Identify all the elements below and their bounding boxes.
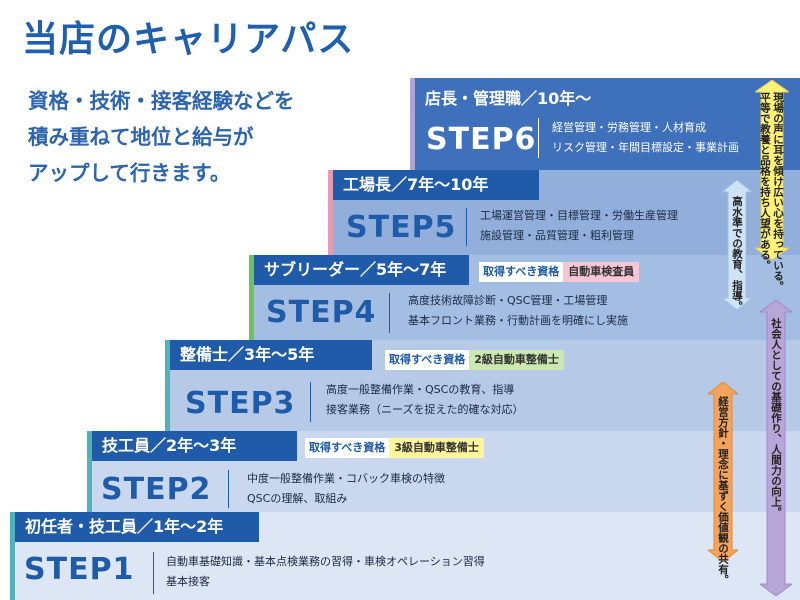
step6-label: STEP6: [426, 122, 537, 157]
yellow-double-arrow: [755, 80, 789, 260]
step5-desc-line-1: 工場運営管理・目標管理・労働生産管理: [480, 209, 678, 222]
intro-line-1: 資格・技術・接客経験などを: [28, 89, 295, 113]
step2-qualification-label: 取得すべき資格: [305, 438, 390, 458]
intro-line-2: 積み重ねて地位と給与が: [28, 125, 254, 149]
step4-qualification-value: 自動車検査員: [563, 262, 640, 282]
step4-qualification: 取得すべき資格自動車検査員: [479, 262, 640, 282]
orange-double-arrow: [708, 382, 738, 562]
purple-double-arrow: [760, 300, 792, 596]
step3-desc: 高度一般整備作業・QSCの教育、指導 接客業務（ニーズを捉えた的確な対応）: [326, 380, 523, 420]
step5-label: STEP5: [346, 210, 457, 245]
step6-desc-line-2: リスク管理・年間目標設定・事業計画: [552, 141, 739, 154]
purple-arrow-shape: [760, 300, 792, 596]
yellow-arrow-shape: [755, 80, 789, 260]
intro-line-3: アップして行きます。: [28, 161, 231, 185]
step4-accent: [249, 255, 254, 340]
step6-band: 店長・管理職／10年〜 STEP6 経営管理・労務管理・人材育成 リスク管理・年…: [410, 78, 800, 170]
step5-divider: [466, 208, 467, 246]
step3-divider: [310, 382, 311, 422]
step2-divider: [228, 470, 229, 508]
step1-divider: [153, 552, 154, 594]
page-title: 当店のキャリアパス: [22, 19, 355, 60]
yellow-note-line-1: 現場の声に耳を傾け広い心を持っている。: [772, 92, 784, 292]
blue-double-arrow: [722, 180, 752, 310]
step1-accent: [10, 512, 15, 600]
step3-desc-line-2: 接客業務（ニーズを捉えた的確な対応）: [326, 403, 524, 416]
step4-desc: 高度技術故障診断・QSC管理・工場管理 基本フロント業務・行動計画を明確にし実施: [408, 291, 628, 331]
orange-arrow-shape: [708, 382, 738, 562]
step3-qualification-value: 2級自動車整備士: [469, 350, 564, 370]
step1-desc-line-2: 基本接客: [166, 575, 210, 588]
step1-label: STEP1: [24, 552, 135, 587]
step3-desc-line-1: 高度一般整備作業・QSCの教育、指導: [326, 383, 515, 396]
step6-accent: [410, 78, 415, 170]
step3-role-header: 整備士／3年〜5年: [170, 340, 372, 370]
step4-desc-line-2: 基本フロント業務・行動計画を明確にし実施: [408, 314, 628, 327]
intro-text: 資格・技術・接客経験などを 積み重ねて地位と給与が アップして行きます。: [28, 83, 408, 191]
step6-divider: [538, 118, 539, 158]
step5-accent: [328, 170, 333, 255]
step5-desc-line-2: 施設管理・品質管理・粗利管理: [480, 229, 634, 242]
step6-desc-line-1: 経営管理・労務管理・人材育成: [552, 121, 706, 134]
step2-desc-line-2: QSCの理解、取組み: [247, 492, 348, 505]
step4-divider: [389, 293, 390, 333]
step2-accent: [87, 431, 92, 512]
step2-desc-line-1: 中度一般整備作業・コバック車検の特徴: [247, 472, 445, 485]
step4-role-header: サブリーダー／5年〜7年: [254, 255, 469, 285]
step6-desc: 経営管理・労務管理・人材育成 リスク管理・年間目標設定・事業計画: [552, 118, 739, 158]
orange-note: 経営方針・理念に基ずく価値観の共有。: [717, 396, 729, 585]
step1-desc: 自動車基礎知識・基本点検業務の習得・車検オペレーション習得 基本接客: [166, 552, 485, 592]
step2-desc: 中度一般整備作業・コバック車検の特徴 QSCの理解、取組み: [247, 469, 445, 509]
step5-role-header: 工場長／7年〜10年: [333, 170, 539, 200]
step1-desc-line-1: 自動車基礎知識・基本点検業務の習得・車検オペレーション習得: [166, 555, 485, 568]
blue-arrow-shape: [722, 180, 752, 310]
step4-band: サブリーダー／5年〜7年 取得すべき資格自動車検査員 STEP4 高度技術故障診…: [249, 255, 800, 340]
step5-desc: 工場運営管理・目標管理・労働生産管理 施設管理・品質管理・粗利管理: [480, 206, 678, 246]
yellow-note-line-2: 平等で教養と品格を持ち人望がある。: [759, 92, 771, 271]
step3-accent: [165, 340, 170, 431]
step4-desc-line-1: 高度技術故障診断・QSC管理・工場管理: [408, 294, 608, 307]
step2-qualification-value: 3級自動車整備士: [389, 438, 484, 458]
step3-label: STEP3: [185, 386, 296, 421]
yellow-note: 現場の声に耳を傾け広い心を持っている。 平等で教養と品格を持ち人望がある。: [758, 92, 784, 292]
step1-band: 初任者・技工員／1年〜2年 STEP1 自動車基礎知識・基本点検業務の習得・車検…: [10, 512, 800, 600]
step1-role-header: 初任者・技工員／1年〜2年: [15, 512, 259, 542]
step4-qualification-label: 取得すべき資格: [479, 262, 564, 282]
step6-role-header: 店長・管理職／10年〜: [415, 84, 635, 114]
step3-qualification-label: 取得すべき資格: [385, 350, 470, 370]
purple-note: 社会人としての基礎作り、人間力の向上。: [770, 318, 782, 518]
step2-label: STEP2: [101, 472, 212, 507]
step4-label: STEP4: [266, 295, 377, 330]
blue-note: 高水準での教育、指導。: [731, 196, 743, 312]
step5-band: 工場長／7年〜10年 STEP5 工場運営管理・目標管理・労働生産管理 施設管理…: [328, 170, 800, 255]
step2-role-header: 技工員／2年〜3年: [92, 431, 297, 461]
